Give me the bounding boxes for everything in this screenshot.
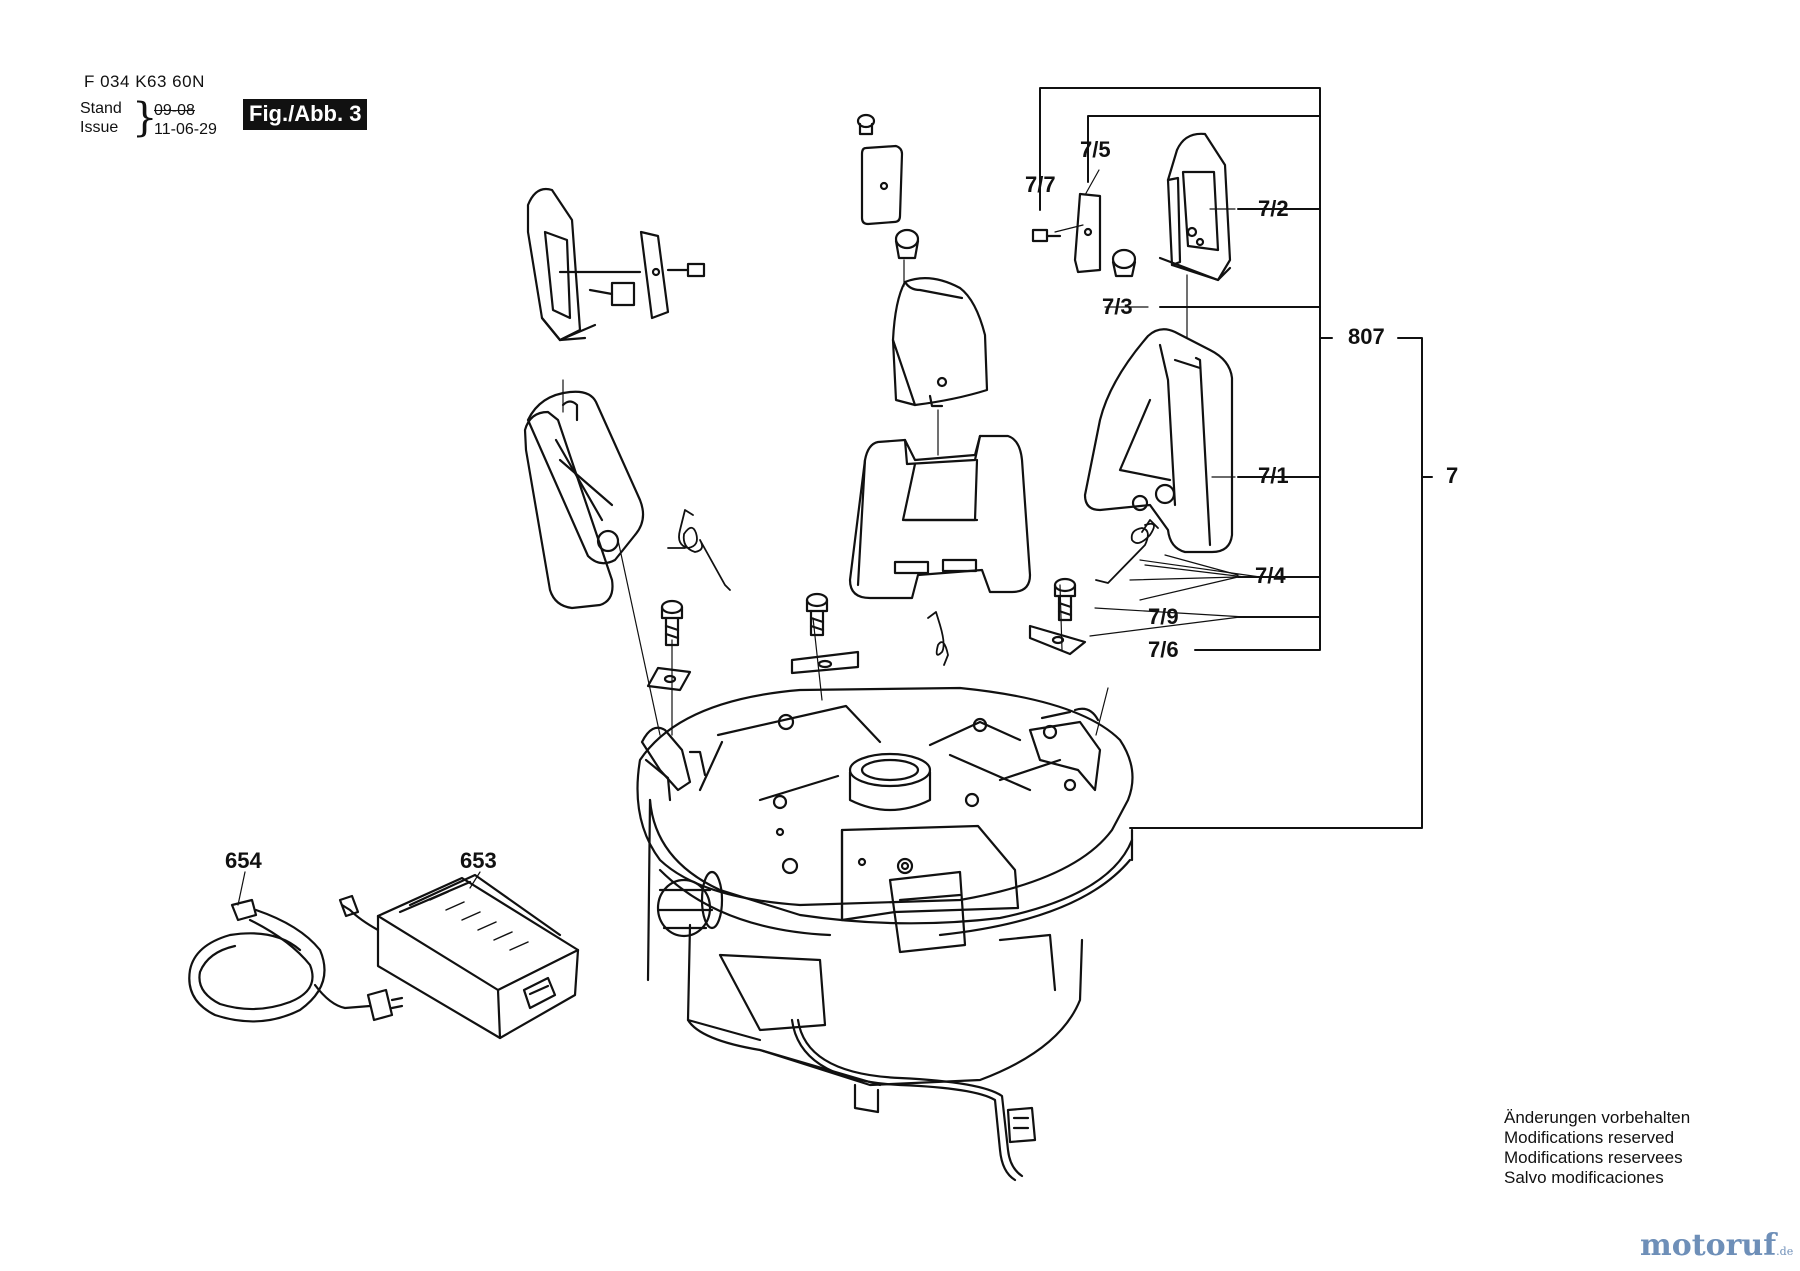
callout-7-2: 7/2 (1258, 196, 1289, 221)
center-small-spring (927, 611, 949, 666)
right-small-screw (1031, 228, 1062, 243)
callout-654: 654 (225, 848, 262, 873)
center-clamp-base (848, 434, 1032, 600)
left-clamp-cap (526, 187, 642, 342)
callout-7-3: 7/3 (1102, 294, 1133, 319)
leader-lines (237, 87, 1433, 906)
callout-7-6: 7/6 (1148, 637, 1179, 662)
usb-cable-654 (188, 898, 404, 1023)
part-number: F 034 K63 60N (84, 72, 205, 91)
left-spring (667, 509, 731, 591)
watermark-text: motoruf (1640, 1228, 1777, 1263)
issue-label: Issue (80, 119, 119, 136)
center-top-screw (856, 113, 876, 136)
charger-653 (338, 873, 580, 1040)
modification-notes: Änderungen vorbehalten Modifications res… (1504, 1108, 1690, 1188)
drawing-header: F 034 K63 60N Stand Issue } 09-08 11-06-… (80, 72, 400, 152)
washer-right (1028, 624, 1087, 656)
callout-807: 807 (1348, 324, 1385, 349)
left-clamp-arm (523, 390, 645, 610)
callout-7-5: 7/5 (1080, 137, 1111, 162)
callout-653: 653 (460, 848, 497, 873)
callout-7-4: 7/4 (1255, 563, 1286, 588)
right-pad (1073, 192, 1102, 274)
washer-center (790, 650, 860, 675)
screw-left (660, 599, 684, 647)
watermark-suffix: .de (1776, 1245, 1794, 1258)
issue-date: 11-06-29 (154, 121, 217, 138)
main-base-unit (636, 686, 1134, 1182)
note-line: Salvo modificaciones (1504, 1168, 1664, 1187)
center-top-pad (860, 144, 904, 226)
callout-7: 7 (1446, 463, 1459, 488)
stand-date: 09-08 (154, 102, 195, 119)
center-clamp-cap (891, 277, 989, 408)
note-line: Änderungen vorbehalten (1504, 1108, 1691, 1127)
screw-right (1053, 577, 1077, 622)
stand-label: Stand (80, 100, 122, 117)
right-pin (1111, 248, 1137, 278)
note-line: Modifications reserved (1504, 1128, 1675, 1147)
left-pad (588, 230, 706, 320)
figure-label: Fig./Abb. 3 (243, 99, 368, 130)
watermark-logo: motoruf.de (1640, 1228, 1793, 1263)
washer-left (646, 666, 692, 692)
right-clamp-arm (1083, 328, 1234, 554)
callout-7-7: 7/7 (1025, 172, 1056, 197)
screw-center (805, 592, 829, 637)
right-clamp-cap (1158, 132, 1232, 282)
note-line: Modifications reservees (1504, 1148, 1683, 1167)
brace-glyph: } (132, 95, 158, 141)
callout-7-9: 7/9 (1148, 604, 1179, 629)
right-spring (1095, 519, 1159, 584)
callout-7-1: 7/1 (1258, 463, 1289, 488)
center-top-knob (894, 228, 920, 260)
